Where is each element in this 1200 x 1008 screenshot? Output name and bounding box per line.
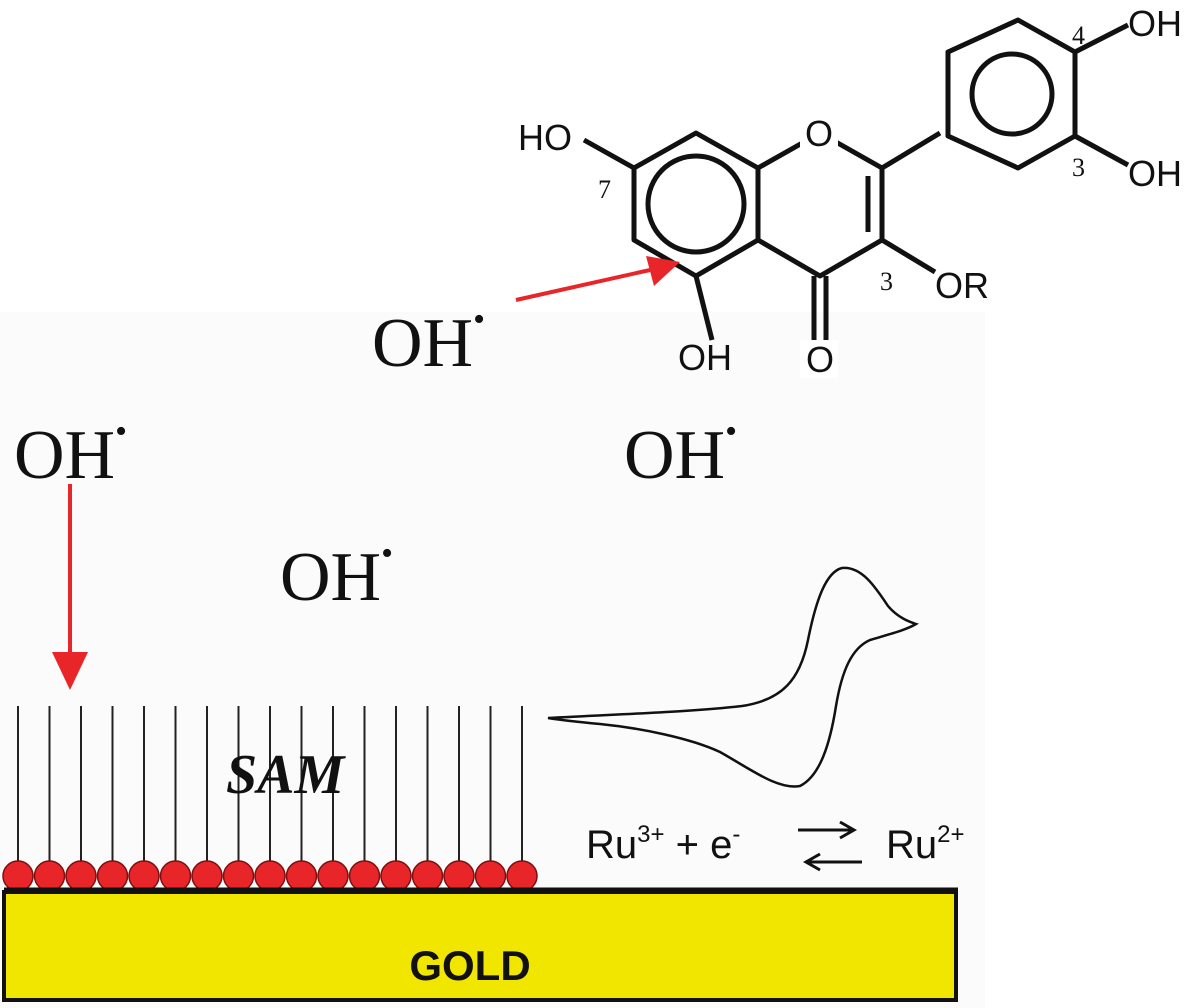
- radical-oh-middle: OH•: [280, 535, 393, 616]
- thiol-head-bead: [380, 860, 412, 892]
- redox-equation: Ru3+ + e- Ru2+: [586, 821, 965, 867]
- thiol-head-bead: [65, 860, 97, 892]
- ring-c: [756, 130, 885, 279]
- arrow-radical-to-ring: [515, 268, 651, 302]
- arrow-radical-to-sam-head: [52, 652, 88, 690]
- thiol-head-bead: [317, 860, 349, 892]
- position-4p-label: 4: [1072, 21, 1085, 50]
- oh5-label: OH: [678, 337, 732, 378]
- oh3p-label: OH: [1128, 153, 1182, 194]
- radical-oh-right: OH•: [624, 413, 737, 494]
- gold-electrode: [2, 890, 958, 1002]
- thiol-head-bead: [159, 860, 192, 892]
- or3-bond: [880, 237, 937, 275]
- thiol-head-bead: [191, 860, 223, 892]
- flavonoid-molecule: [582, 17, 1130, 341]
- position-7-label: 7: [598, 175, 611, 204]
- thiol-head-bead: [474, 860, 507, 892]
- thiol-head-bead: [348, 860, 381, 892]
- sam-label: SAM: [226, 744, 346, 806]
- cyclic-voltammogram-curve: [547, 566, 919, 788]
- thiol-head-bead: [2, 860, 34, 892]
- radical-oh-left: OH•: [14, 413, 127, 494]
- equilibrium-arrows: [798, 820, 862, 872]
- oh7-bond: [582, 137, 636, 171]
- thiol-head-bead: [443, 860, 475, 892]
- thiol-head-bead: [222, 860, 255, 892]
- molecule-labels: HO 7 O OH O 3 OR 4 OH 3 OH: [518, 3, 1182, 380]
- radical-oh-molecule: OH•: [372, 301, 485, 382]
- ring-b: [945, 17, 1078, 171]
- label-backgrounds: [800, 116, 838, 378]
- thiol-head-bead: [128, 860, 160, 892]
- gold-label: GOLD: [409, 942, 530, 989]
- ho7-label: HO: [518, 117, 572, 158]
- attack-arrows: [52, 256, 680, 690]
- thiol-head-bead: [254, 860, 286, 892]
- redox-right-side: Ru2+: [886, 821, 965, 867]
- arrow-radical-to-ring-head: [646, 256, 680, 286]
- thiol-head-bead: [506, 860, 538, 892]
- position-3-label: 3: [880, 267, 893, 296]
- oh4p-bond: [1073, 22, 1130, 55]
- oh3p-bond: [1073, 133, 1130, 168]
- ring-a-aromatic-circle: [645, 153, 747, 255]
- oh4p-label: OH: [1128, 3, 1182, 44]
- c2-b-ring-bond: [880, 130, 942, 171]
- ring-oxygen-label: O: [805, 113, 833, 154]
- position-3p-label: 3: [1072, 153, 1085, 182]
- oh5-bond: [693, 275, 715, 341]
- carbonyl-oxygen-label: O: [806, 339, 834, 380]
- or3-label: OR: [935, 265, 989, 306]
- ring-b-aromatic-circle: [969, 51, 1055, 137]
- thiol-head-bead: [96, 860, 129, 892]
- thiol-head-bead: [411, 860, 444, 892]
- sam-monolayer: [2, 706, 538, 892]
- thiol-head-bead: [33, 860, 66, 892]
- thiol-head-bead: [285, 860, 318, 892]
- redox-left-side: Ru3+ + e-: [586, 821, 740, 867]
- radicals: OH• OH• OH• OH•: [14, 301, 737, 616]
